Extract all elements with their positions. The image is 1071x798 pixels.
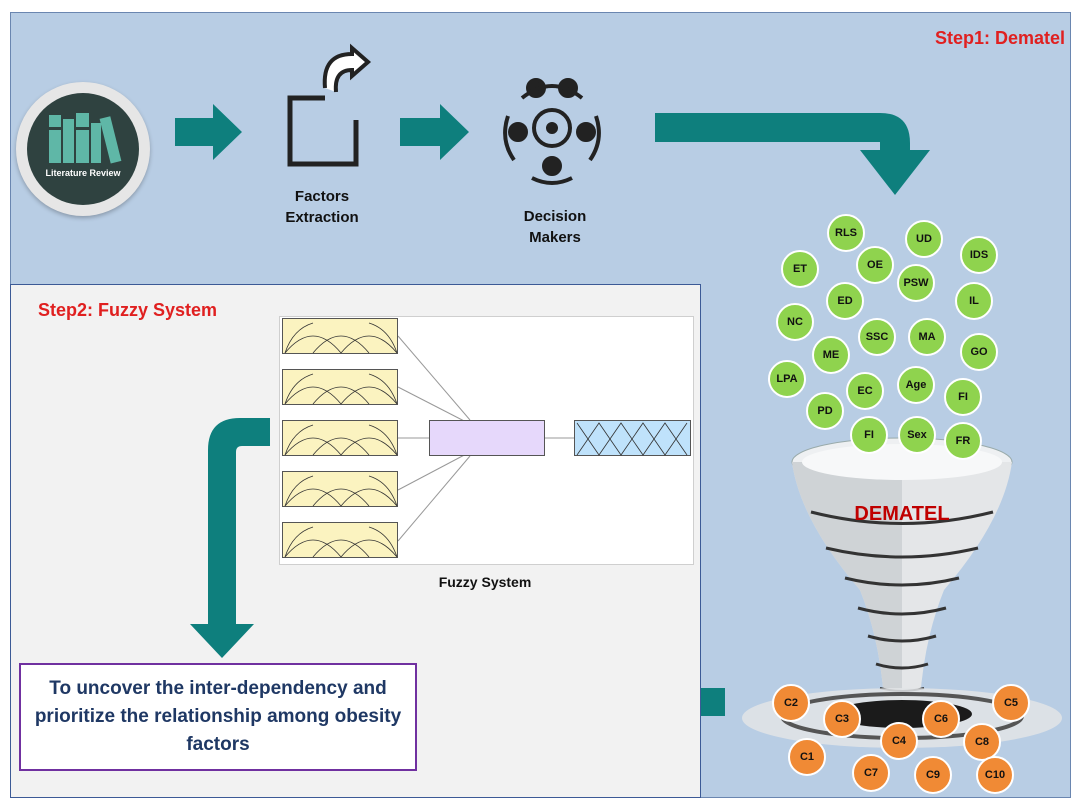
criterion-circle: C6: [922, 700, 960, 738]
input-mf-5: [282, 522, 398, 558]
arrow-decision-to-dematel: [655, 113, 930, 195]
factor-circle: ET: [781, 250, 819, 288]
dematel-label: DEMATEL: [854, 503, 950, 525]
criterion-circle: C9: [914, 756, 952, 794]
goal-box: To uncover the inter-dependency and prio…: [19, 663, 417, 771]
fuzzy-rule-box: [429, 420, 545, 456]
criterion-circle: C8: [963, 723, 1001, 761]
decision-makers-label: Decision Makers: [523, 208, 587, 246]
factor-circle: IL: [955, 282, 993, 320]
factor-circle: PSW: [897, 264, 935, 302]
factor-circle: FI: [850, 416, 888, 454]
factor-circle: FR: [944, 422, 982, 460]
input-mf-4: [282, 471, 398, 507]
factor-circle: LPA: [768, 360, 806, 398]
criterion-circle: C7: [852, 754, 890, 792]
factor-circle: ED: [826, 282, 864, 320]
criterion-circle: C1: [788, 738, 826, 776]
criterion-circle: C5: [992, 684, 1030, 722]
criterion-circle: C4: [880, 722, 918, 760]
factors-extraction-label: Factors Extraction: [285, 188, 359, 226]
factor-circle: ME: [812, 336, 850, 374]
factor-circle: OE: [856, 246, 894, 284]
literature-review-icon: Literature Review: [16, 82, 150, 216]
factor-circle: IDS: [960, 236, 998, 274]
input-mf-2: [282, 369, 398, 405]
criterion-circle: C10: [976, 756, 1014, 794]
goal-text: To uncover the inter-dependency and prio…: [34, 678, 402, 755]
factor-circle: EC: [846, 372, 884, 410]
criterion-circle: C3: [823, 700, 861, 738]
criterion-circle: C2: [772, 684, 810, 722]
factor-circle: SSC: [858, 318, 896, 356]
literature-review-label: Literature Review: [45, 168, 121, 178]
factor-circle: PD: [806, 392, 844, 430]
factor-circle: NC: [776, 303, 814, 341]
factor-circle: UD: [905, 220, 943, 258]
input-mf-3: [282, 420, 398, 456]
factor-circle: FI: [944, 378, 982, 416]
arrow-lit-to-factors: [175, 104, 242, 160]
input-mf-1: [282, 318, 398, 354]
step2-title: Step2: Fuzzy System: [38, 300, 218, 320]
output-mf: [574, 420, 691, 456]
factor-circle: RLS: [827, 214, 865, 252]
fuzzy-system-caption: Fuzzy System: [438, 574, 532, 590]
step1-title: Step1: Dematel: [934, 28, 1065, 48]
factor-circle: MA: [908, 318, 946, 356]
factor-circle: Age: [897, 366, 935, 404]
factor-circle: GO: [960, 333, 998, 371]
books-icon: [49, 113, 122, 164]
arrow-factors-to-decision: [400, 104, 469, 160]
factor-circle: Sex: [898, 416, 936, 454]
